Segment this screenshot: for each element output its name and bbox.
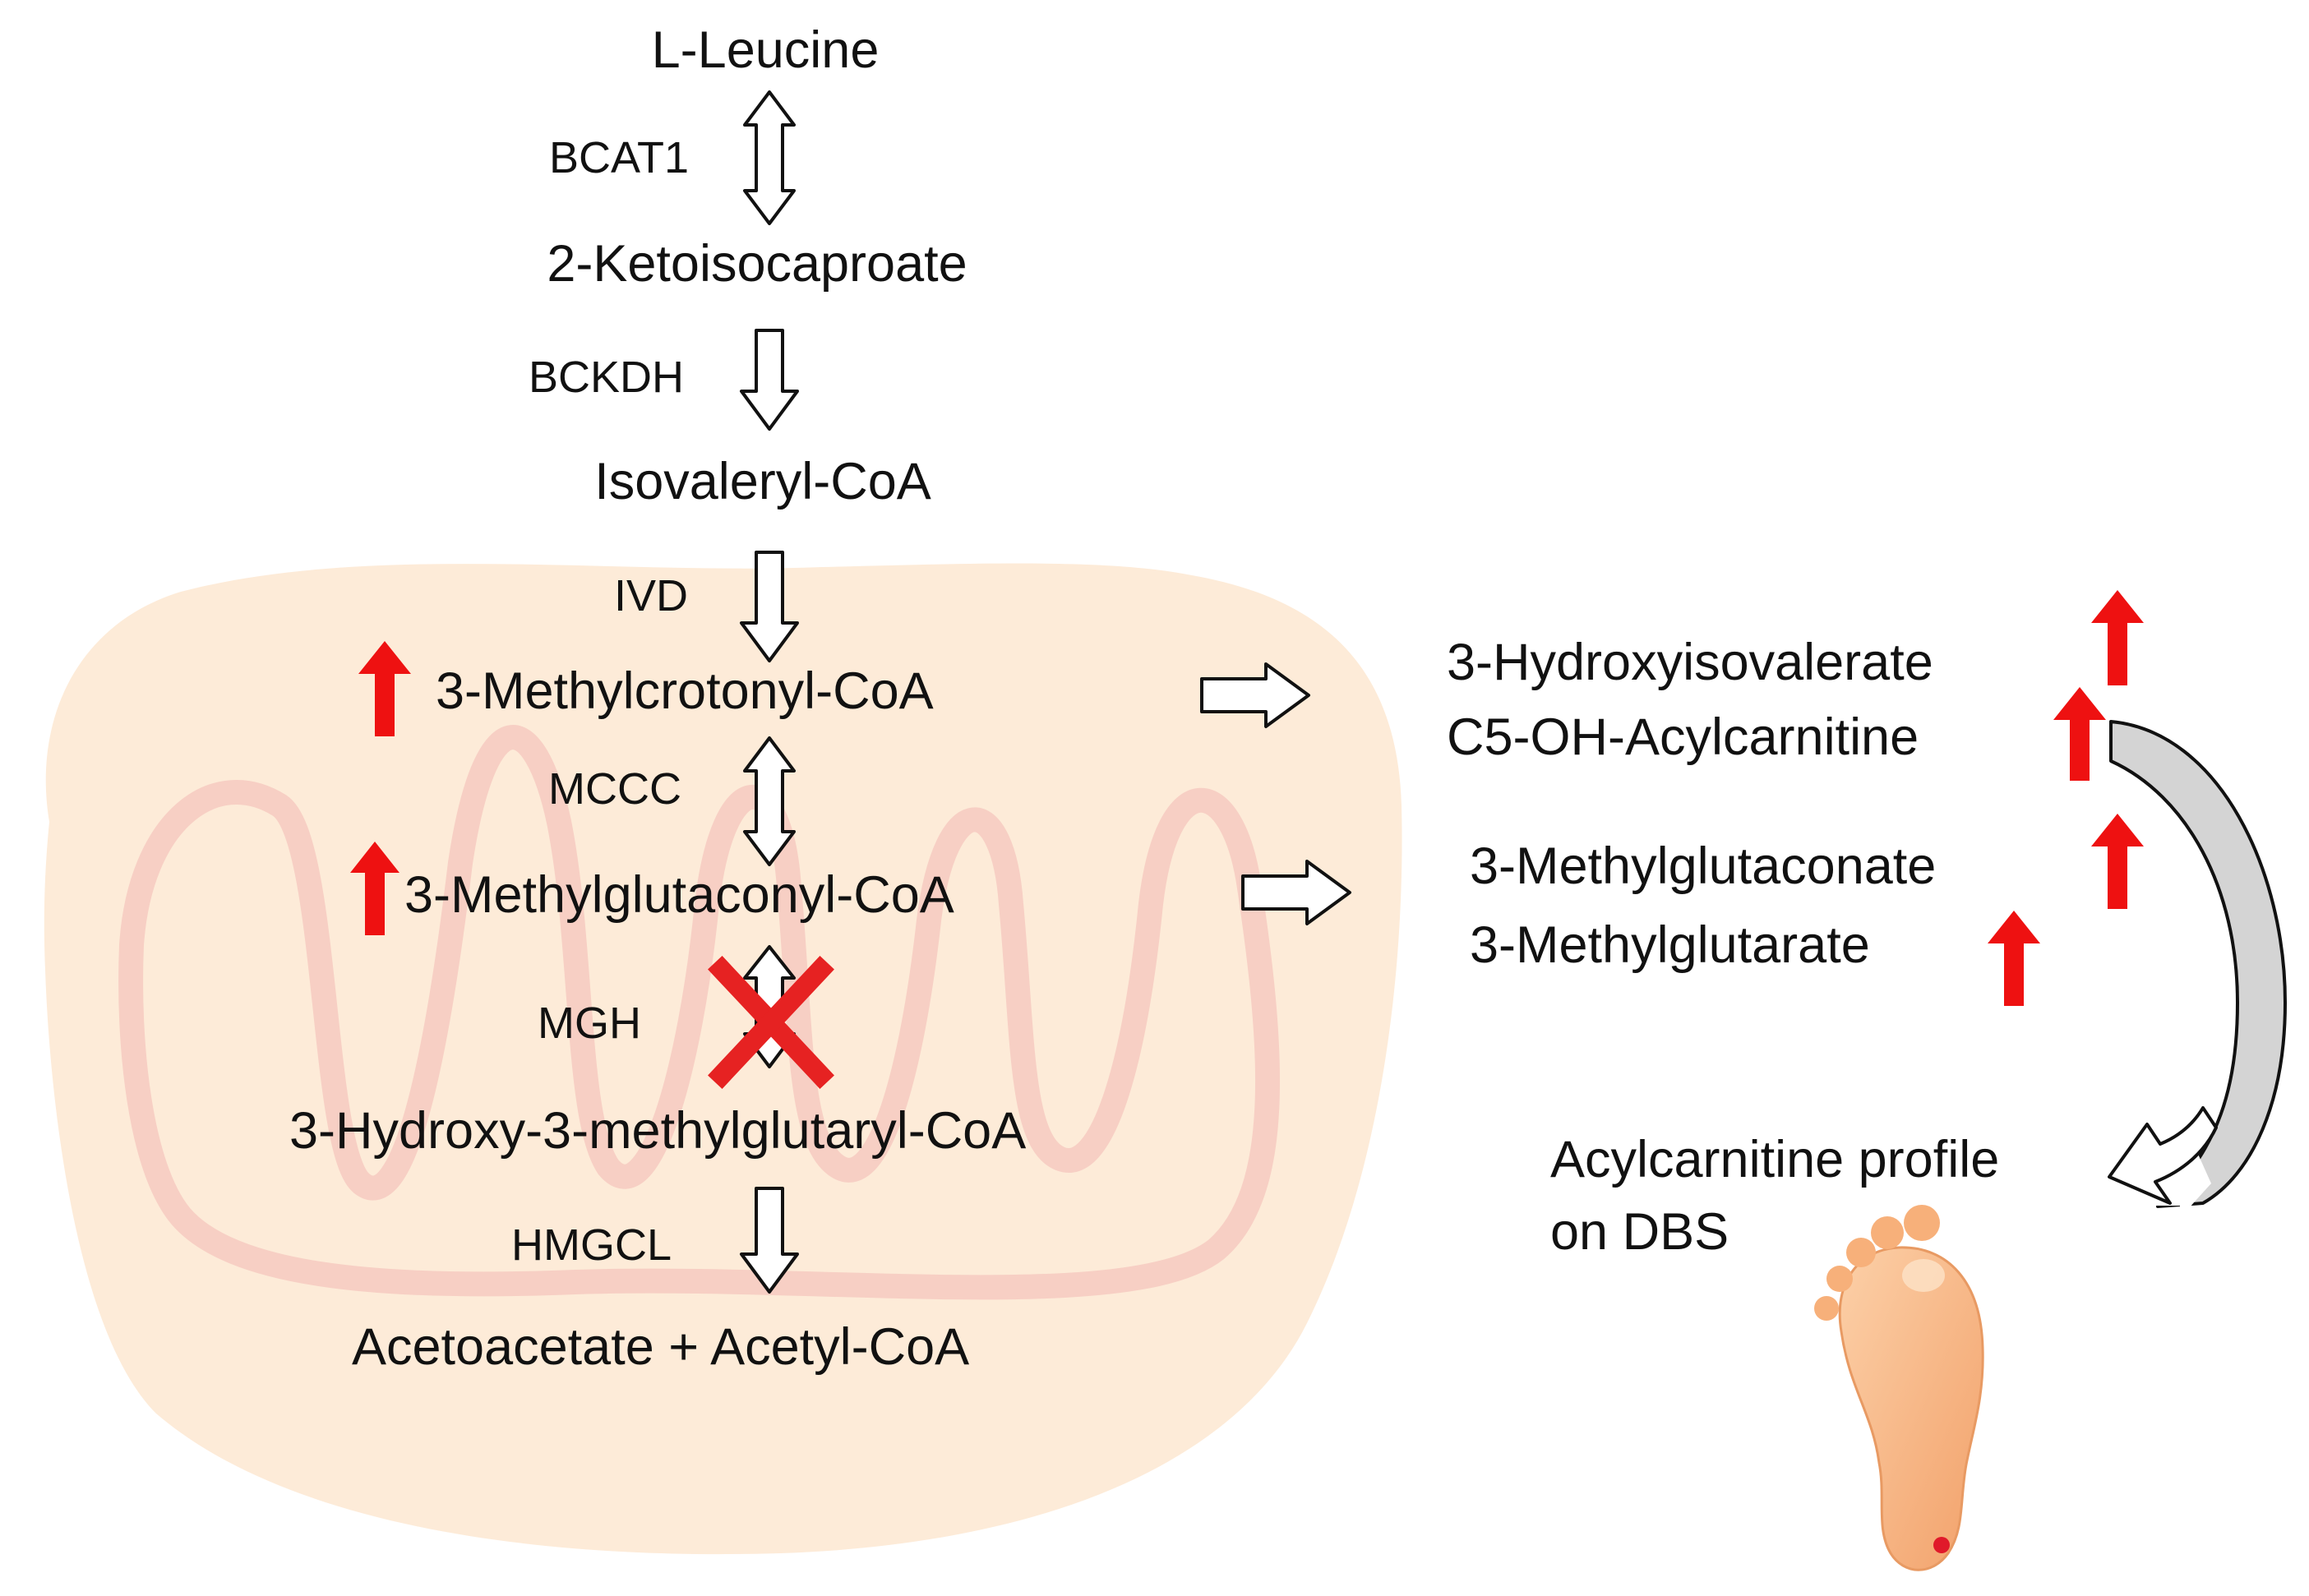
- enzyme-ivd: IVD: [614, 571, 689, 620]
- metabolite-hmg-coa: 3-Hydroxy-3-methylglutaryl-CoA: [289, 1102, 1027, 1160]
- arrow-ivd: [740, 551, 799, 662]
- product-c5-oh-acylcarnitine: C5-OH-Acylcarnitine: [1447, 708, 1919, 766]
- screening-label-line1: Acylcarnitine profile: [1550, 1131, 2000, 1188]
- screening-label-line2: on DBS: [1550, 1203, 1729, 1261]
- metabolite-isovaleryl-coa: Isovaleryl-CoA: [594, 453, 931, 510]
- product-3-hydroxyisovalerate: 3-Hydroxyisovalerate: [1447, 634, 1933, 691]
- mitochondrion-cristae: [118, 725, 1280, 1300]
- mitochondrion-shape: [44, 563, 1402, 1555]
- metabolite-3-methylcrotonyl-coa: 3-Methylcrotonyl-CoA: [436, 662, 934, 720]
- arrow-bckdh: [740, 329, 799, 431]
- product-3-methylglutaconate: 3-Methylglutaconate: [1470, 837, 1937, 895]
- arrow-hmgcl: [740, 1187, 799, 1294]
- arrow-to-hydroxyisovalerate: [1200, 662, 1310, 728]
- increase-arrow-acylcarnitine: [2053, 687, 2106, 781]
- metabolite-3-methylglutaconyl-coa: 3-Methylglutaconyl-CoA: [404, 866, 954, 924]
- increase-arrow-methylglutaconyl: [350, 842, 399, 935]
- increase-arrow-methylglutarate: [1988, 911, 2040, 1006]
- arrow-to-methylglutaconate: [1241, 860, 1351, 925]
- mgh-block-cross: [708, 956, 834, 1089]
- increase-arrow-hydroxyisovalerate: [2091, 590, 2144, 685]
- metabolite-2-ketoisocaproate: 2-Ketoisocaproate: [547, 235, 967, 293]
- metabolite-l-leucine: L-Leucine: [651, 21, 880, 79]
- enzyme-hmgcl: HMGCL: [511, 1220, 672, 1270]
- increase-arrow-methylglutaconate: [2091, 814, 2144, 909]
- metabolite-acetoacetate-acetyl-coa: Acetoacetate + Acetyl-CoA: [352, 1318, 970, 1376]
- enzyme-mgh: MGH: [538, 999, 641, 1048]
- increase-arrow-methylcrotonyl: [358, 641, 411, 736]
- enzyme-bcat1: BCAT1: [549, 133, 690, 182]
- foot-icon: [1814, 1205, 1984, 1571]
- arrow-mccc: [743, 736, 796, 866]
- curved-arrow-to-dbs: [2108, 720, 2287, 1218]
- enzyme-mccc: MCCC: [548, 764, 681, 814]
- arrow-bcat1: [743, 90, 796, 225]
- product-3-methylglutarate: 3-Methylglutarate: [1470, 916, 1870, 974]
- enzyme-bckdh: BCKDH: [529, 353, 685, 402]
